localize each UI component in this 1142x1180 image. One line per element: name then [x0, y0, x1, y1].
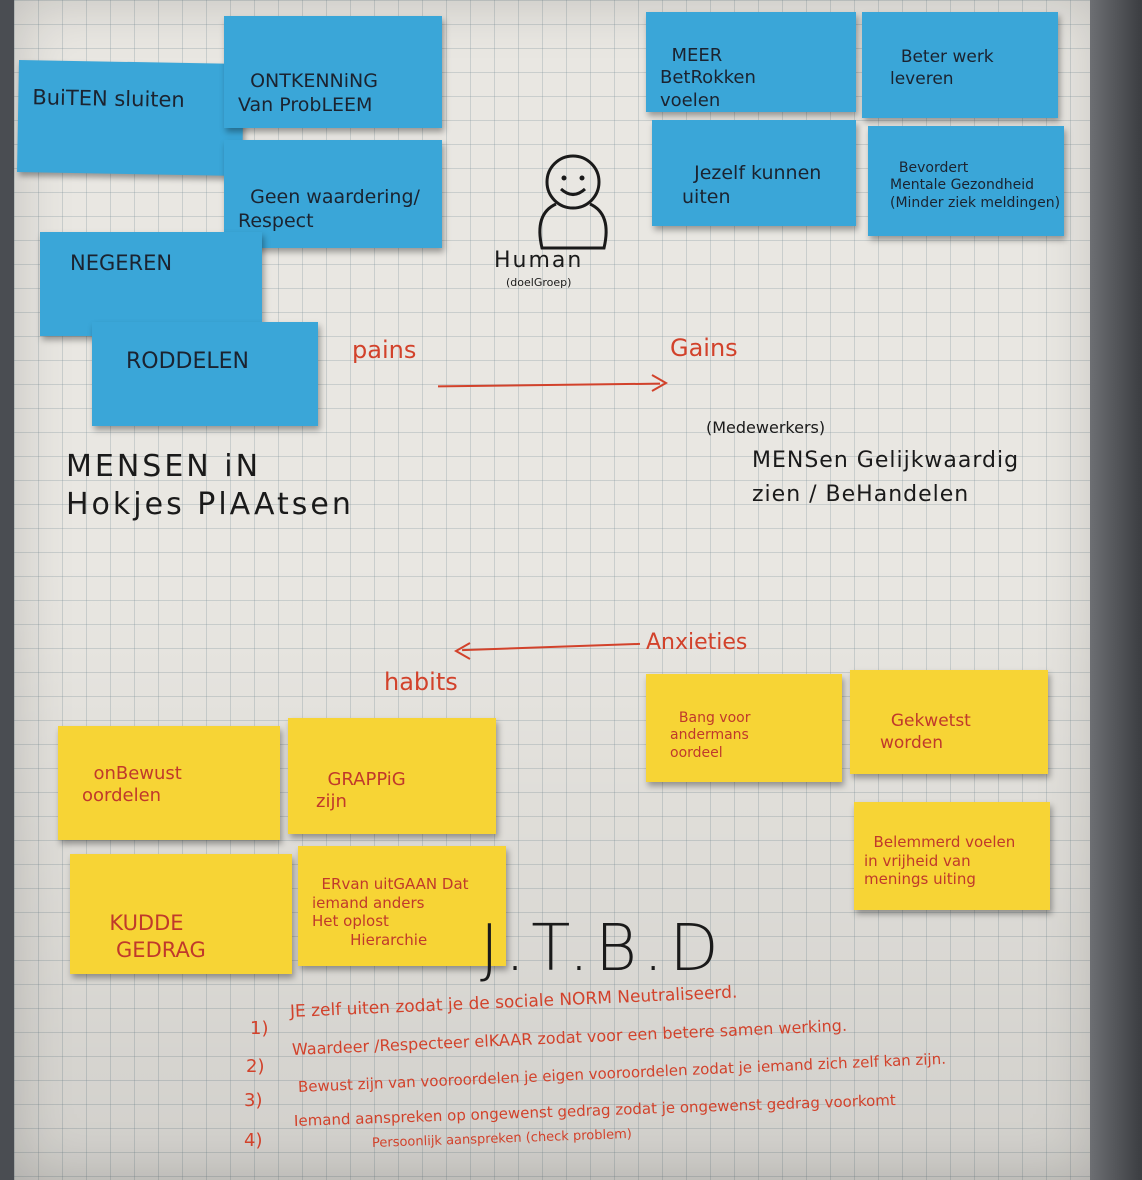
note-bang: Bang voor andermans oordeel: [646, 674, 842, 782]
note-geen-waardering: Geen waardering/ Respect: [224, 140, 442, 248]
note-ervan: ERvan uitGAAN Dat iemand anders Het oplo…: [298, 846, 506, 966]
pains-label: pains: [352, 336, 417, 364]
note-meer-betrokken: MEER BetRokken voelen: [646, 12, 856, 112]
note-bevordert: Bevordert Mentale Gezondheid (Minder zie…: [868, 126, 1064, 236]
jtbd-item-1-number: 1): [250, 1018, 269, 1039]
habits-label: habits: [384, 668, 458, 696]
arrow-head-right-icon: [651, 374, 668, 392]
gains-statement-small: (Medewerkers): [706, 418, 826, 437]
arrow-head-left-icon: [454, 642, 471, 660]
gains-statement: MENSen Gelijkwaardig zien / BeHandelen: [752, 448, 1020, 507]
pains-statement: MENSEN iN Hokjes PlAAtsen: [66, 449, 354, 522]
note-grappig: GRAPPiG zijn: [288, 718, 496, 834]
wall-right: [1090, 0, 1142, 1180]
note-buiten-sluiten: BuiTEN sluiten: [17, 60, 244, 176]
note-roddelen: RODDELEN: [92, 322, 318, 426]
jtbd-title: J.T.B.D: [480, 912, 725, 986]
note-onbewust: onBewust oordelen: [58, 726, 280, 840]
note-negeren: NEGEREN: [40, 232, 262, 336]
note-beter-werk: Beter werk leveren: [862, 12, 1058, 118]
note-kudde: KUDDE GEDRAG: [70, 854, 292, 974]
note-belemmerd: Belemmerd voelen in vrijheid van menings…: [854, 802, 1050, 910]
human-sublabel: (doelGroep): [506, 276, 572, 289]
note-jezelf-uiten: Jezelf kunnen uiten: [652, 120, 856, 226]
jtbd-item-2-number: 2): [246, 1056, 265, 1077]
wall-left: [0, 0, 18, 1180]
flipchart-paper: [14, 0, 1096, 1180]
note-ontkenning: ONTKENNiNG Van ProbLEEM: [224, 16, 442, 128]
jtbd-item-3-number: 3): [244, 1090, 263, 1111]
gains-label: Gains: [670, 334, 738, 362]
human-figure-icon: [538, 154, 608, 250]
anxieties-label: Anxieties: [646, 630, 748, 655]
note-gekwetst: Gekwetst worden: [850, 670, 1048, 774]
human-label: Human: [494, 248, 584, 273]
jtbd-item-4-number: 4): [244, 1130, 263, 1151]
